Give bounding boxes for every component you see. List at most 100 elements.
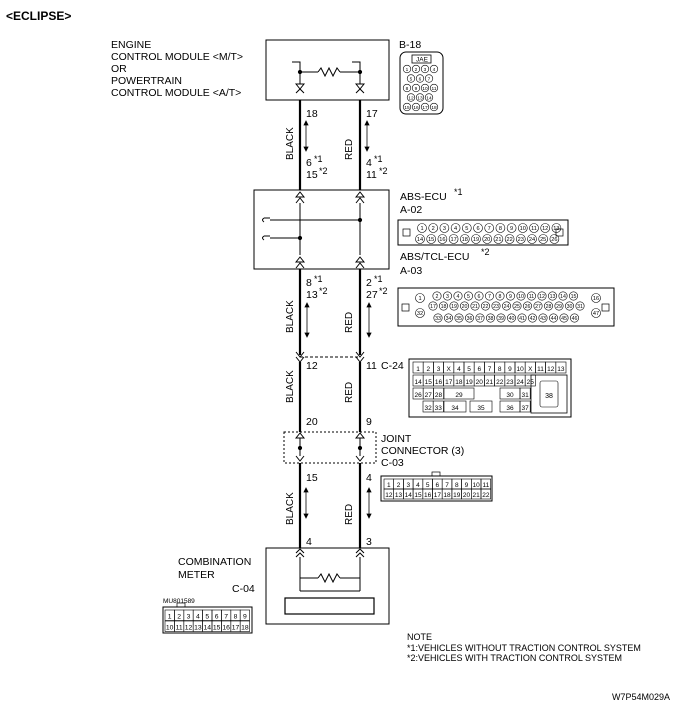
connector-pin	[491, 301, 501, 311]
connector-pin-label: 32	[424, 405, 432, 412]
connector-pin	[417, 223, 427, 233]
connector-pin-label: 9	[510, 226, 513, 232]
connector-pin-label: 18	[431, 105, 437, 111]
connector-pin-label: 9	[508, 366, 512, 373]
connector-pin-label: 11	[432, 86, 437, 92]
connector-pin	[420, 83, 430, 93]
connector-pin-label: 1	[418, 296, 421, 302]
connector-pin	[568, 291, 578, 301]
pin-number: 11	[366, 360, 377, 372]
connector-pin	[522, 301, 532, 311]
pin-number: 8	[306, 277, 312, 289]
connector-pin	[415, 293, 425, 303]
connector-pin-label: 2	[436, 294, 439, 300]
connector-pin	[424, 93, 434, 102]
pin-number: 17	[366, 108, 378, 120]
connector-pin-label: 1	[387, 482, 391, 489]
pin-number: 2	[366, 277, 372, 289]
connector-pin	[591, 308, 601, 318]
connector-pin	[428, 301, 438, 311]
connector-pin-label: 8	[498, 366, 502, 373]
connector-pin-label: 23	[493, 304, 499, 310]
connector-pin	[527, 234, 537, 244]
wire-color-label: RED	[344, 139, 355, 160]
connector-cell	[433, 387, 444, 400]
connector-pin-label: 25	[514, 304, 520, 310]
pin-number: 13	[306, 289, 318, 301]
connector-pin-label: 36	[467, 316, 473, 322]
connector-pin-label: 15	[425, 379, 433, 386]
connector-pin-label: 5	[410, 77, 413, 83]
connector-pin-label: 16	[439, 237, 445, 243]
connector-pin-label: 14	[560, 294, 566, 300]
connector-pin-label: 3	[406, 482, 410, 489]
connector-pin	[433, 313, 443, 323]
note-mark: *2	[319, 286, 328, 296]
connector-pin-label: 38	[488, 316, 494, 322]
meter-label-line: METER	[178, 569, 215, 581]
connector-pin-label: 21	[473, 492, 481, 499]
ecm-label-line: ENGINE	[111, 39, 151, 51]
connector-pin-label: 25	[540, 237, 546, 243]
connector-pin-label: 6	[477, 366, 481, 373]
connector-pin-label: 16	[222, 624, 230, 631]
connector-pin-label: 7	[488, 294, 491, 300]
connector-pin	[575, 301, 585, 311]
connector-pin-label: 18	[462, 237, 468, 243]
connector-pin	[437, 234, 448, 244]
connector-pin-label: 11	[537, 366, 544, 373]
connector-pin-label: 13	[557, 366, 565, 373]
connector-pin	[411, 83, 421, 93]
connector-pin-label: 8	[499, 294, 502, 300]
connector-pin-label: 2	[432, 226, 435, 232]
connector-pin	[429, 102, 439, 112]
connector-pin-label: 22	[483, 304, 489, 310]
connector-pin-label: 16	[593, 296, 599, 302]
abs-internal-circuit	[262, 191, 366, 269]
connector-pin	[429, 64, 439, 74]
pin-number: 20	[306, 416, 318, 428]
connector-pin-label: 10	[520, 226, 526, 232]
note-mark: *2	[319, 166, 328, 176]
connector-pin-label: 13	[194, 624, 202, 631]
joint-connector-box	[283, 431, 377, 464]
pin-number: 9	[366, 416, 372, 428]
connector-pin-label: 22	[506, 237, 512, 243]
connector-pin	[558, 291, 568, 301]
note-line: *2:VEHICLES WITH TRACTION CONTROL SYSTEM	[407, 653, 622, 663]
connector-pin	[533, 301, 543, 311]
wire-color-label: BLACK	[285, 300, 296, 333]
note-mark: *2	[481, 247, 490, 257]
connector-pin-label: 10	[518, 294, 524, 300]
connector-pin-label: 28	[435, 392, 443, 399]
connector-pin-label: 12	[547, 366, 555, 373]
joint-connector-id: C-03	[381, 457, 404, 469]
connector-pin-label: 4	[454, 226, 457, 232]
wire-color-label: RED	[344, 312, 355, 333]
connector-pin	[543, 301, 553, 311]
connector-pin-label: 21	[486, 379, 494, 386]
connector-pin	[415, 93, 425, 102]
connector-pin	[459, 301, 469, 311]
connector-pin-label: 21	[472, 304, 478, 310]
connector-pin-label: 43	[540, 316, 546, 322]
connector-pin	[432, 291, 442, 301]
connector-pin	[559, 313, 569, 323]
connector-pin-label: 13	[553, 226, 559, 232]
connector-pin-label: 19	[473, 237, 479, 243]
note-mark: *1	[374, 154, 383, 164]
connector-pin	[495, 223, 506, 233]
pin-number: 18	[306, 108, 318, 120]
connector-pin	[515, 234, 526, 244]
connector-pin-label: 19	[451, 304, 457, 310]
connector-pin-label: 12	[385, 492, 393, 499]
connector-pin	[402, 102, 412, 112]
connector-pin	[516, 291, 526, 301]
connector-pin-label: 8	[455, 482, 459, 489]
connector-pin-label: 5	[465, 226, 468, 232]
connector-pin-label: 17	[430, 304, 436, 310]
connector-pin-label: 10	[516, 366, 524, 373]
